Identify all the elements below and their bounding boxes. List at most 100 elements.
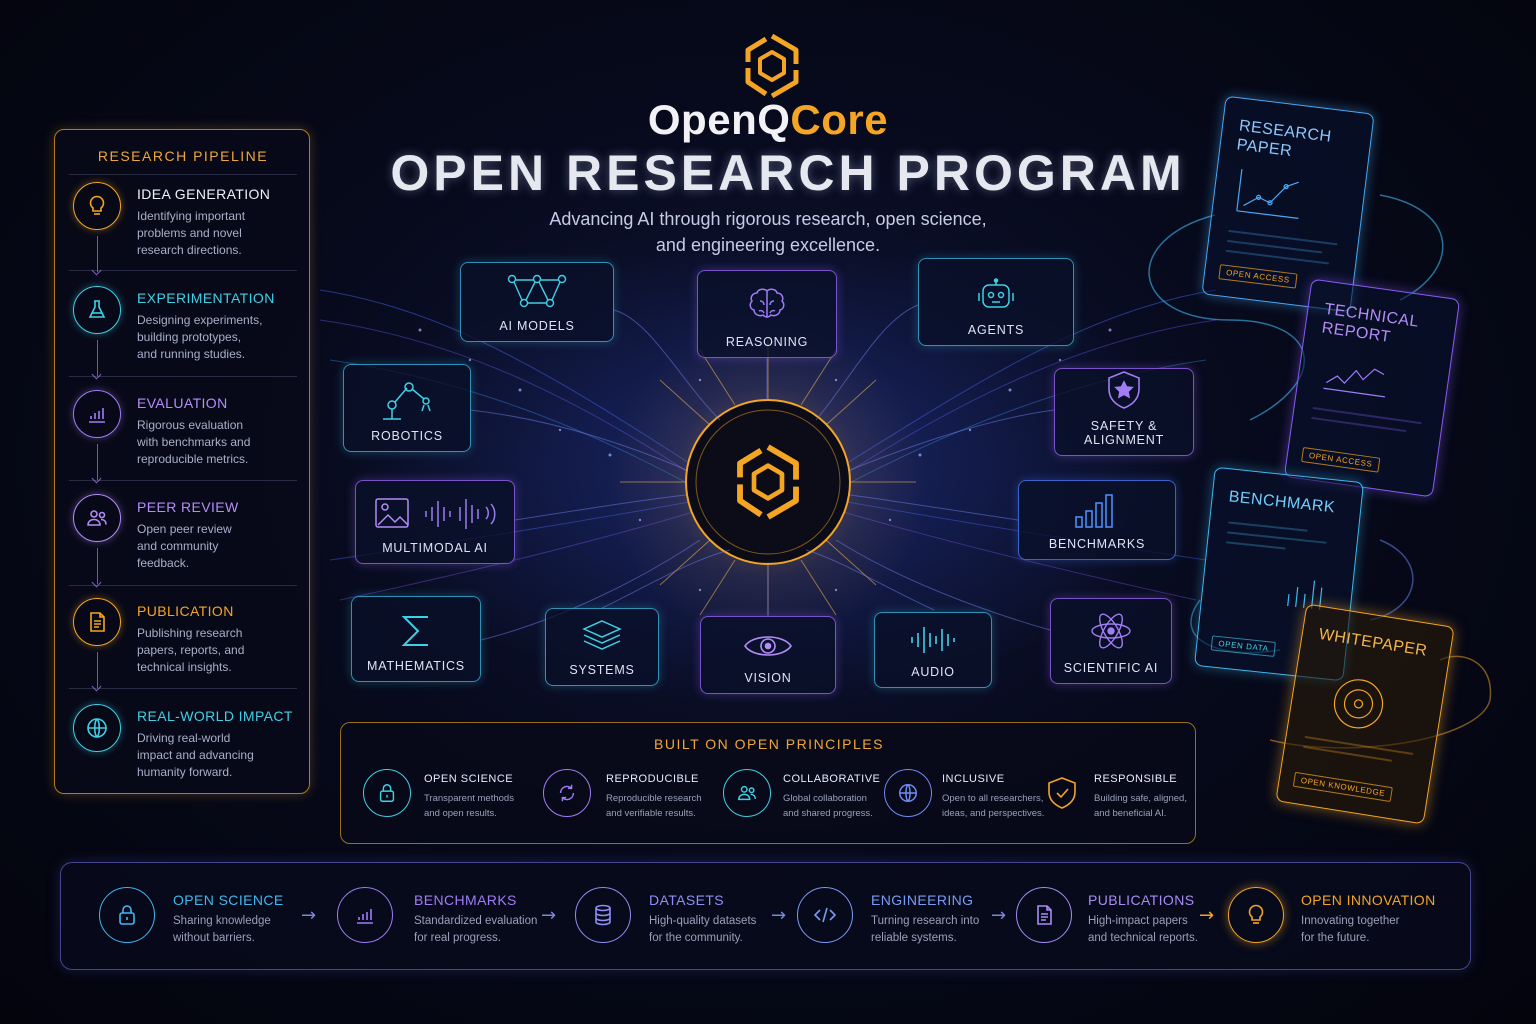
bar-chart-icon: [1287, 580, 1323, 610]
desc-line: for real progress.: [414, 932, 501, 944]
card-systems[interactable]: SYSTEMS: [545, 608, 659, 686]
arrow-down-icon: [97, 236, 98, 272]
line-chart-icon: [1323, 368, 1385, 398]
document-benchmark[interactable]: BENCHMARK OPEN DATA: [1193, 466, 1365, 682]
step-title-peer-review: PEER REVIEW: [137, 499, 239, 515]
hub-logo-icon: [737, 444, 799, 520]
desc-line: and community: [137, 539, 219, 553]
flow-desc: Standardized evaluation for real progres…: [414, 913, 554, 947]
desc-line: papers, reports, and: [137, 643, 245, 657]
lock-icon: [363, 769, 411, 817]
atom-icon: [1091, 613, 1131, 649]
card-robotics[interactable]: ROBOTICS: [343, 364, 471, 452]
lightbulb-icon: [73, 182, 121, 230]
open-flow-panel: OPEN SCIENCE Sharing knowledge without b…: [60, 862, 1471, 970]
document-whitepaper[interactable]: WHITEPAPER OPEN KNOWLEDGE: [1275, 603, 1455, 825]
doc-title: WHITEPAPER: [1317, 625, 1429, 660]
doc-tag: OPEN ACCESS: [1218, 264, 1298, 289]
brain-icon: [749, 288, 785, 318]
desc-line: and technical reports.: [1088, 932, 1198, 944]
flow-desc: Sharing knowledge without barriers.: [173, 913, 303, 947]
principle-title: RESPONSIBLE: [1094, 773, 1178, 785]
card-mathematics[interactable]: MATHEMATICS: [351, 596, 481, 682]
divider: [69, 585, 297, 586]
desc-line: reliable systems.: [871, 932, 957, 944]
card-ai-models[interactable]: AI MODELS: [460, 262, 614, 342]
desc-line: building prototypes,: [137, 330, 242, 344]
card-reasoning[interactable]: REASONING: [697, 270, 837, 358]
flow-desc: High-impact papers and technical reports…: [1088, 913, 1218, 947]
doc-title: RESEARCH PAPER: [1235, 117, 1333, 161]
target-icon: [1333, 679, 1384, 729]
arrow-right-icon: →: [1199, 905, 1215, 926]
step-title-idea: IDEA GENERATION: [137, 186, 271, 202]
divider: [69, 688, 297, 689]
doc-tag: OPEN KNOWLEDGE: [1292, 771, 1394, 803]
card-label: MATHEMATICS: [367, 659, 465, 673]
document-icon: [1016, 887, 1072, 943]
research-pipeline-panel: RESEARCH PIPELINE IDEA GENERATION Identi…: [54, 129, 310, 794]
scatter-plot-icon: [1236, 169, 1299, 219]
desc-line: High-impact papers: [1088, 915, 1188, 927]
bar-chart-icon: [73, 390, 121, 438]
card-benchmarks[interactable]: BENCHMARKS: [1018, 480, 1176, 560]
card-audio[interactable]: AUDIO: [874, 612, 992, 688]
shield-star-icon: [1108, 371, 1140, 409]
step-desc-evaluation: Rigorous evaluation with benchmarks and …: [137, 417, 277, 468]
desc-line: Reproducible research: [606, 793, 702, 804]
card-vision[interactable]: VISION: [700, 616, 836, 694]
doc-title: BENCHMARK: [1227, 488, 1336, 517]
arrow-down-icon: [97, 340, 98, 376]
shield-icon: [1038, 769, 1086, 817]
code-icon: [797, 887, 853, 943]
card-label: VISION: [744, 671, 792, 685]
doc-tag: OPEN DATA: [1210, 635, 1277, 658]
card-multimodal-ai[interactable]: MULTIMODAL AI: [355, 480, 515, 564]
flow-desc: Turning research into reliable systems.: [871, 913, 1001, 947]
step-title-publication: PUBLICATION: [137, 603, 234, 619]
desc-line: Designing experiments,: [137, 313, 263, 327]
arrow-right-icon: →: [541, 905, 557, 926]
openqcore-logo-icon: [745, 33, 799, 99]
bar-chart-icon: [337, 887, 393, 943]
desc-line: for the community.: [649, 932, 743, 944]
principle-title: REPRODUCIBLE: [606, 773, 699, 785]
desc-line: research directions.: [137, 243, 242, 257]
card-label: MULTIMODAL AI: [382, 541, 488, 555]
desc-line: technical insights.: [137, 660, 232, 674]
card-agents[interactable]: AGENTS: [918, 258, 1074, 346]
desc-line: and running studies.: [137, 347, 246, 361]
desc-line: and verifiable results.: [606, 808, 696, 819]
card-label: AUDIO: [911, 665, 955, 679]
network-icon: [507, 274, 567, 308]
document-research-paper[interactable]: RESEARCH PAPER OPEN ACCESS: [1201, 95, 1375, 313]
doc-tag: OPEN ACCESS: [1301, 446, 1381, 473]
text-line: [1226, 531, 1327, 544]
brand-name: OpenQCore: [568, 96, 968, 144]
principle-desc: Transparent methods and open results.: [424, 791, 536, 821]
flow-title: ENGINEERING: [871, 892, 974, 908]
desc-line: and beneficial AI.: [1094, 808, 1167, 819]
divider: [69, 376, 297, 377]
image-audio-icon: [375, 498, 496, 529]
step-desc-experimentation: Designing experiments, building prototyp…: [137, 312, 277, 363]
globe-icon: [884, 769, 932, 817]
step-title-impact: REAL-WORLD IMPACT: [137, 708, 293, 724]
sigma-icon: [401, 616, 428, 646]
card-scientific-ai[interactable]: SCIENTIFIC AI: [1050, 598, 1172, 684]
desc-line: without barriers.: [173, 932, 255, 944]
divider: [69, 270, 297, 271]
card-safety-alignment[interactable]: SAFETY & ALIGNMENT: [1054, 368, 1194, 456]
flow-title: DATASETS: [649, 892, 725, 908]
desc-line: Sharing knowledge: [173, 915, 271, 927]
brand-name-part1: OpenQ: [647, 96, 791, 143]
desc-line: reproducible metrics.: [137, 452, 249, 466]
robot-head-icon: [978, 278, 1014, 308]
document-technical-report[interactable]: TECHNICAL REPORT OPEN ACCESS: [1283, 278, 1461, 498]
bar-chart-icon: [1075, 494, 1113, 528]
principle-desc: Global collaboration and shared progress…: [783, 791, 895, 821]
page-subtitle: Advancing AI through rigorous research, …: [468, 206, 1068, 258]
card-label: ROBOTICS: [371, 429, 443, 443]
desc-line: High-quality datasets: [649, 915, 757, 927]
